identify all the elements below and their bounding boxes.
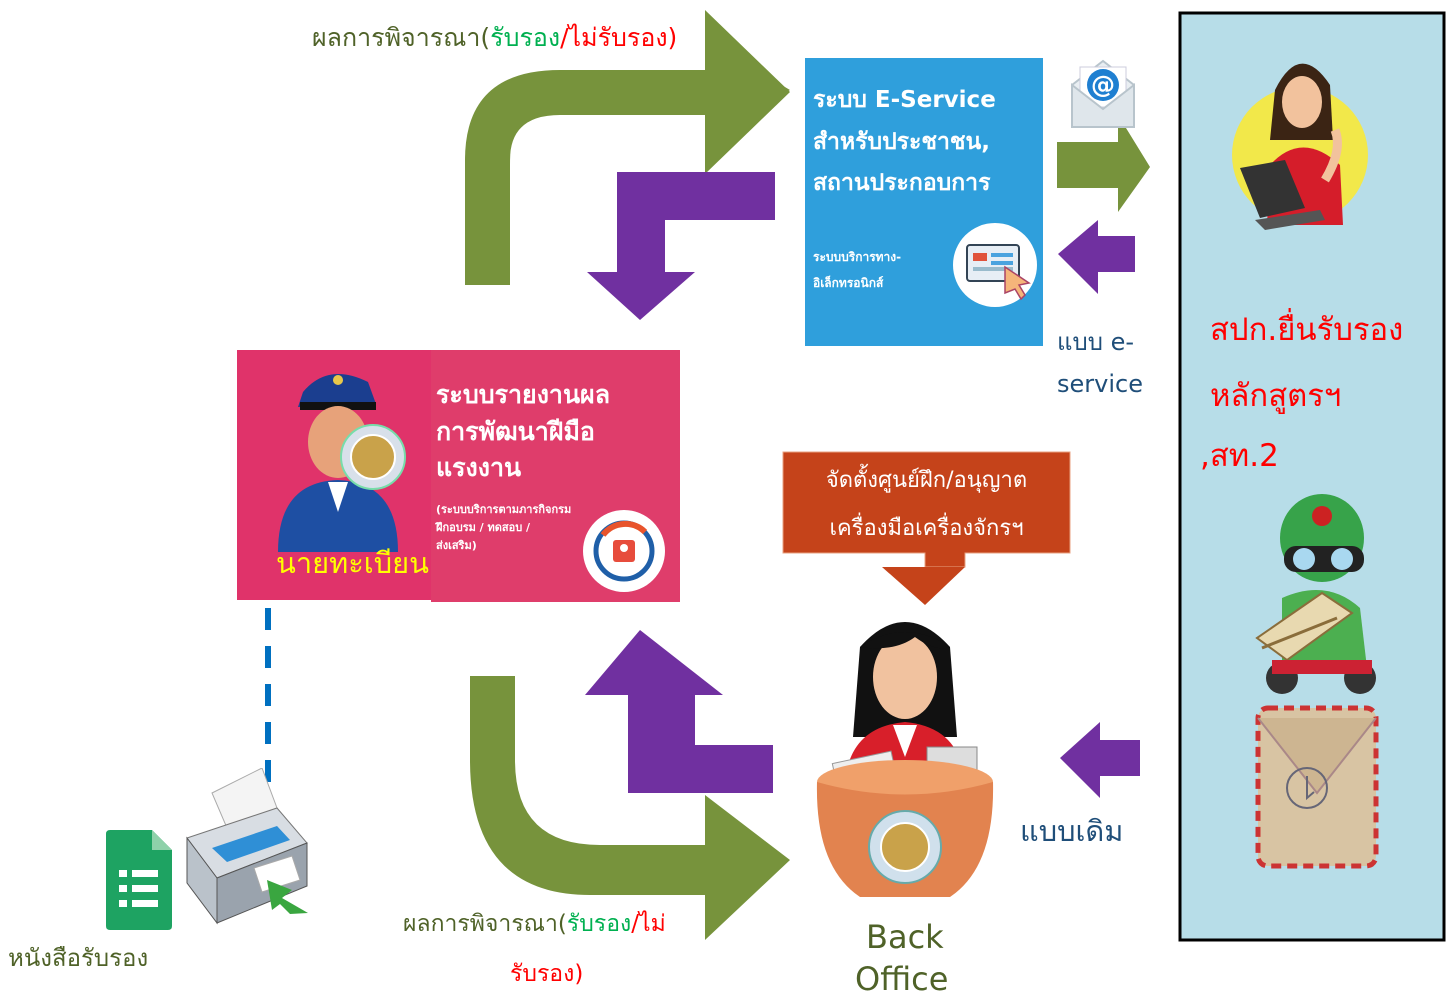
bottom-result-line-2: รับรอง) xyxy=(510,961,584,987)
officer-icon xyxy=(268,362,428,552)
report-sub-3: ส่งเสริม) xyxy=(436,539,477,552)
printer-icon xyxy=(182,767,312,928)
courier-icon xyxy=(1242,488,1392,698)
reject-word: ไม่รับรอง xyxy=(568,23,668,52)
eservice-mode-label-2: service xyxy=(1057,370,1143,398)
back-office-woman-icon xyxy=(815,607,995,907)
bottom-result-text: ผลการพิจารณา(รับรอง/ไม่ xyxy=(403,906,666,942)
slash: / xyxy=(631,911,640,937)
callout-line-1: จัดตั้งศูนย์ฝึก/อนุญาต xyxy=(825,468,1028,493)
approve-word: รับรอง xyxy=(490,23,561,52)
result-prefix: ผลการพิจารณา( xyxy=(403,911,567,937)
eservice-title-2: สำหรับประชาชน, xyxy=(813,129,990,155)
applicant-text-1: สปก.ยื่นรับรอง xyxy=(1210,312,1404,348)
document-icon xyxy=(106,830,172,930)
report-title-2: การพัฒนาฝีมือ xyxy=(436,417,595,446)
eservice-sub-1: ระบบบริการทาง- xyxy=(813,250,902,264)
report-card: ระบบรายงานผล การพัฒนาฝีมือ แรงงาน (ระบบบ… xyxy=(431,350,680,602)
top-result-text: ผลการพิจารณา(รับรอง/ไม่รับรอง) xyxy=(312,18,677,58)
certificate-label: หนังสือรับรอง xyxy=(8,944,149,972)
report-title-3: แรงงาน xyxy=(436,453,522,482)
eservice-title-3: สถานประกอบการ xyxy=(813,170,991,196)
applicant-text-2: หลักสูตรฯ xyxy=(1210,378,1342,414)
result-suffix: ) xyxy=(667,23,678,52)
report-title-1: ระบบรายงานผล xyxy=(436,380,611,409)
approve-word: รับรอง xyxy=(566,911,632,937)
back-office-line-2: Office xyxy=(855,960,949,998)
laptop-woman-icon xyxy=(1225,40,1375,240)
legacy-in-arrow xyxy=(1060,722,1140,798)
report-sub-2: ฝึกอบรม / ทดสอบ / xyxy=(436,521,531,534)
slash: / xyxy=(560,23,569,52)
bottom-purple-arrow xyxy=(585,630,773,793)
svg-text:@: @ xyxy=(1091,71,1115,99)
eservice-out-arrow xyxy=(1057,115,1150,212)
envelope-icon xyxy=(1252,698,1382,873)
eservice-mode-label-1: แบบ e- xyxy=(1057,328,1134,356)
bottom-green-arrow xyxy=(470,676,790,940)
applicant-text-3: ,สท.2 xyxy=(1200,438,1279,474)
eservice-title-1: ระบบ E-Service xyxy=(813,87,996,113)
top-purple-arrow xyxy=(587,172,775,320)
reject-word: ไม่ xyxy=(639,911,666,937)
email-icon: @ xyxy=(1068,55,1138,131)
callout-line-2: เครื่องมือเครื่องจักรฯ xyxy=(829,516,1024,541)
result-prefix: ผลการพิจารณา( xyxy=(312,23,491,52)
legacy-label: แบบเดิม xyxy=(1020,814,1124,848)
eservice-in-arrow xyxy=(1058,220,1135,294)
eservice-sub-2: อิเล็กทรอนิกส์ xyxy=(813,276,884,290)
registrar-label: นายทะเบียน xyxy=(276,546,429,580)
report-app-icon xyxy=(583,510,665,592)
report-sub-1: (ระบบบริการตามภารกิจกรม xyxy=(436,503,572,516)
web-click-icon xyxy=(953,223,1037,307)
eservice-card: ระบบ E-Service สำหรับประชาชน, สถานประกอบ… xyxy=(805,58,1043,346)
back-office-line-1: Back xyxy=(866,918,944,956)
